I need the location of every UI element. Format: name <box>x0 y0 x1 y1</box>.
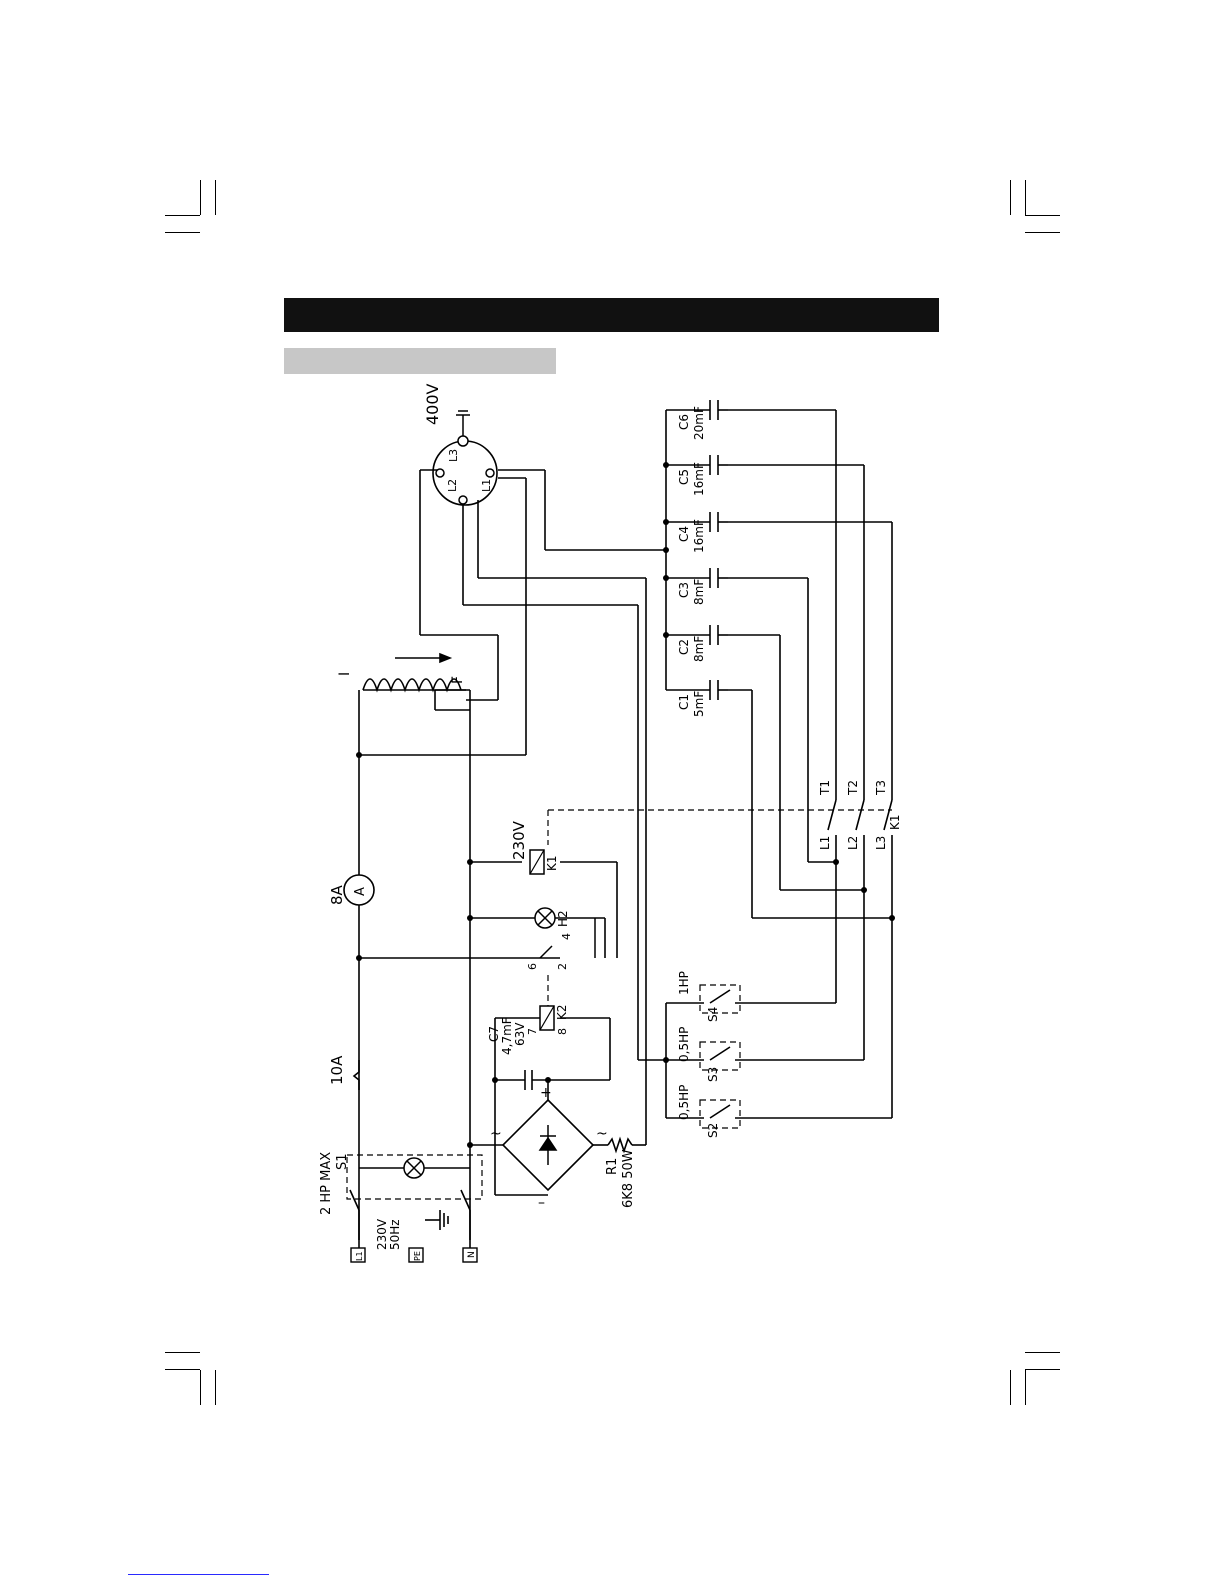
label-c6-value: 20mF <box>692 406 706 440</box>
label-s1: S1 <box>335 1153 350 1170</box>
label-pin-l3: L3 <box>447 449 460 462</box>
label-plus: + <box>540 1085 552 1101</box>
label-c4: C4 <box>677 526 691 542</box>
label-l3-contact: L3 <box>874 836 888 850</box>
label-400v: 400V <box>423 383 442 425</box>
junction-dots <box>356 462 895 1148</box>
label-mains-voltage: 230V <box>375 1218 389 1250</box>
label-k1-coil: K1 <box>545 855 559 871</box>
label-mains-freq: 50Hz <box>388 1219 402 1250</box>
label-k2-pin6: 6 <box>526 963 539 970</box>
label-s2: S2 <box>706 1123 720 1138</box>
label-tilde-left: ~ <box>490 1126 502 1142</box>
label-c1-value: 5mF <box>692 691 706 717</box>
label-s3: S3 <box>706 1067 720 1082</box>
label-terminal-n: N <box>467 1251 477 1258</box>
label-l1-contact: L1 <box>818 836 832 850</box>
label-terminal-pe: PE <box>413 1251 422 1261</box>
lamp-s1 <box>404 1158 424 1178</box>
label-terminal-l1: L1 <box>355 1251 364 1261</box>
label-k1-contactor: K1 <box>888 814 902 830</box>
label-pin-l1: L1 <box>480 479 493 492</box>
label-ammeter: A <box>353 887 368 896</box>
label-k2-pin7: 7 <box>526 1028 539 1035</box>
label-c6: C6 <box>677 414 691 430</box>
label-pin-l2: L2 <box>446 479 459 492</box>
label-h2: H2 <box>556 910 570 927</box>
label-t2: T2 <box>846 780 860 796</box>
wires <box>350 410 892 1250</box>
label-minus: – <box>538 1195 545 1211</box>
label-t1: T1 <box>818 780 832 796</box>
label-tilde-right: ~ <box>596 1126 608 1142</box>
label-motor-i: I <box>337 672 353 676</box>
label-c3-value: 8mF <box>692 579 706 605</box>
label-c2: C2 <box>677 639 691 655</box>
label-c5: C5 <box>677 469 691 485</box>
label-t3: T3 <box>874 780 888 796</box>
label-r1: R1 <box>605 1158 620 1175</box>
label-c2-value: 8mF <box>692 636 706 662</box>
label-fuse: 10A <box>328 1055 346 1085</box>
label-s1-rating: 2 HP MAX <box>319 1152 334 1215</box>
label-k2-pin8: 8 <box>556 1028 569 1035</box>
label-c7: C7 <box>487 1026 501 1042</box>
label-c4-value: 16mF <box>692 519 706 553</box>
label-k2: K2 <box>555 1004 569 1020</box>
capacitor-c7 <box>525 1070 532 1090</box>
label-l2-contact: L2 <box>846 836 860 850</box>
label-k2-pin4: 4 <box>560 933 573 940</box>
lamp-h2 <box>535 908 555 928</box>
label-s2-rating: 0,5HP <box>677 1085 691 1120</box>
label-motor-f: F <box>450 676 466 684</box>
motor-winding <box>363 654 461 690</box>
label-s4: S4 <box>706 1007 720 1022</box>
label-s3-rating: 0,5HP <box>677 1027 691 1062</box>
label-c5-value: 16mF <box>692 462 706 496</box>
label-c1: C1 <box>677 694 691 710</box>
label-c7-voltage: 63V <box>513 1022 527 1046</box>
label-r1-value: 6K8 50W <box>621 1149 636 1208</box>
bridge-rectifier-diode <box>540 1125 556 1165</box>
label-c7-value: 4,7mF <box>500 1017 514 1055</box>
label-230v-coil: 230V <box>510 820 528 860</box>
label-c3: C3 <box>677 582 691 598</box>
label-s4-rating: 1HP <box>677 971 691 995</box>
label-k2-pin2: 2 <box>556 963 569 970</box>
label-ammeter-rating: 8A <box>328 884 346 905</box>
